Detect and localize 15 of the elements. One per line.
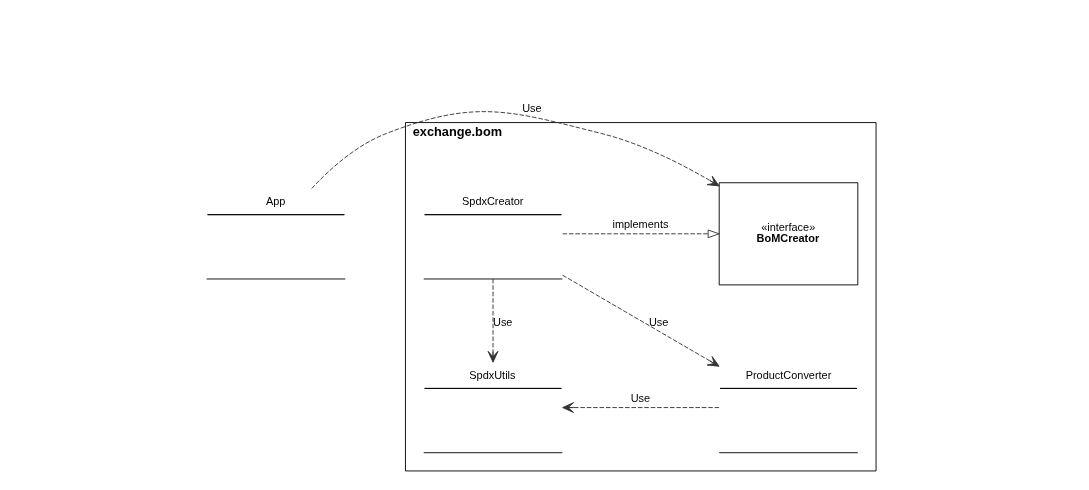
arrow bbox=[487, 278, 498, 363]
arrow bbox=[561, 274, 719, 367]
arrow bbox=[561, 229, 719, 239]
node-text: App bbox=[265, 195, 285, 208]
node-box: «interface» BoMCreator bbox=[718, 182, 858, 286]
node-text: SpdxUtils bbox=[468, 368, 516, 381]
edge-label: Use bbox=[648, 316, 668, 329]
edge-label: implements bbox=[611, 217, 668, 230]
arrow bbox=[310, 111, 720, 189]
node-text: SpdxCreator bbox=[461, 195, 523, 208]
arrow bbox=[561, 402, 719, 413]
edge-label: Use bbox=[630, 391, 650, 404]
edge-label: Use bbox=[492, 316, 512, 329]
edge-label: Use bbox=[521, 102, 542, 115]
node-text: ProductConverter bbox=[745, 368, 831, 381]
